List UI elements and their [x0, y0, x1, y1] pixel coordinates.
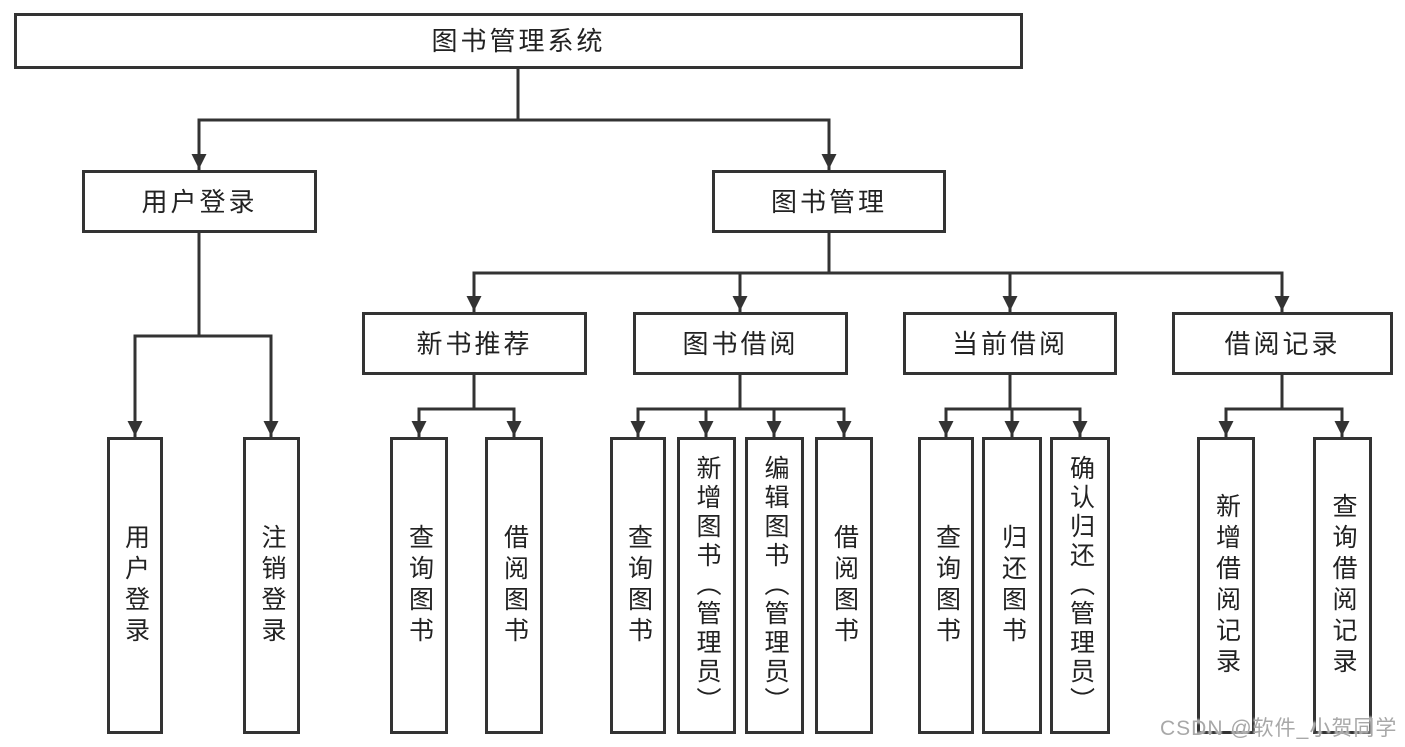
connector-root — [197, 66, 831, 122]
node-new-book-recommend-label: 新书推荐 — [416, 328, 533, 359]
node-user-login-label: 用户登录 — [141, 186, 258, 217]
connector-book-management — [472, 231, 1284, 275]
leaf-user-login: 用户登录 — [107, 437, 163, 734]
connector-book-borrowing — [636, 373, 846, 411]
leaf-return-book: 归还图书 — [982, 437, 1042, 734]
leaf-logout: 注销登录 — [243, 437, 300, 734]
leaf-query-books-recommend: 查询图书 — [390, 437, 448, 734]
node-book-management: 图书管理 — [712, 170, 946, 233]
node-current-borrowing: 当前借阅 — [903, 312, 1117, 375]
connector-current-borrowing — [944, 373, 1082, 411]
connector-new-book-recommend — [417, 373, 516, 411]
node-book-management-label: 图书管理 — [770, 186, 887, 217]
leaf-query-borrow-record: 查询借阅记录 — [1313, 437, 1372, 734]
leaf-borrow-books-borrowing: 借阅图书 — [815, 437, 873, 734]
leaf-query-books-recommend-label: 查询图书 — [405, 523, 434, 648]
leaf-confirm-return-admin-label: 确认归还（管理员） — [1066, 455, 1095, 716]
leaf-add-borrow-record: 新增借阅记录 — [1197, 437, 1255, 734]
leaf-query-books-current: 查询图书 — [918, 437, 974, 734]
leaf-edit-book-admin-label: 编辑图书（管理员） — [761, 455, 789, 716]
leaf-query-books-borrowing-label: 查询图书 — [624, 523, 653, 648]
leaf-logout-label: 注销登录 — [258, 523, 286, 648]
node-book-borrowing-label: 图书借阅 — [682, 328, 799, 359]
leaf-return-book-label: 归还图书 — [998, 523, 1027, 648]
leaf-add-book-admin: 新增图书（管理员） — [677, 437, 736, 734]
node-borrowing-records-label: 借阅记录 — [1224, 328, 1341, 359]
node-library-system: 图书管理系统 — [14, 13, 1023, 69]
watermark: CSDN @软件_小贺同学 — [1160, 717, 1398, 740]
leaf-borrow-books-recommend-label: 借阅图书 — [500, 523, 529, 648]
connector-user-login — [133, 231, 273, 338]
leaf-query-books-current-label: 查询图书 — [932, 523, 961, 648]
node-book-borrowing: 图书借阅 — [633, 312, 848, 375]
leaf-confirm-return-admin: 确认归还（管理员） — [1050, 437, 1110, 734]
leaf-edit-book-admin: 编辑图书（管理员） — [745, 437, 804, 734]
connector-borrowing-records — [1224, 373, 1344, 411]
node-current-borrowing-label: 当前借阅 — [951, 328, 1068, 359]
leaf-query-borrow-record-label: 查询借阅记录 — [1329, 492, 1357, 679]
leaf-query-books-borrowing: 查询图书 — [610, 437, 666, 734]
leaf-add-borrow-record-label: 新增借阅记录 — [1212, 492, 1241, 679]
node-library-system-label: 图书管理系统 — [431, 26, 606, 56]
connector-group — [127, 66, 1350, 438]
node-user-login: 用户登录 — [82, 170, 317, 233]
leaf-borrow-books-borrowing-label: 借阅图书 — [830, 523, 859, 648]
node-new-book-recommend: 新书推荐 — [362, 312, 587, 375]
leaf-borrow-books-recommend: 借阅图书 — [485, 437, 543, 734]
leaf-user-login-label: 用户登录 — [121, 523, 150, 648]
leaf-add-book-admin-label: 新增图书（管理员） — [693, 455, 721, 716]
node-borrowing-records: 借阅记录 — [1172, 312, 1393, 375]
